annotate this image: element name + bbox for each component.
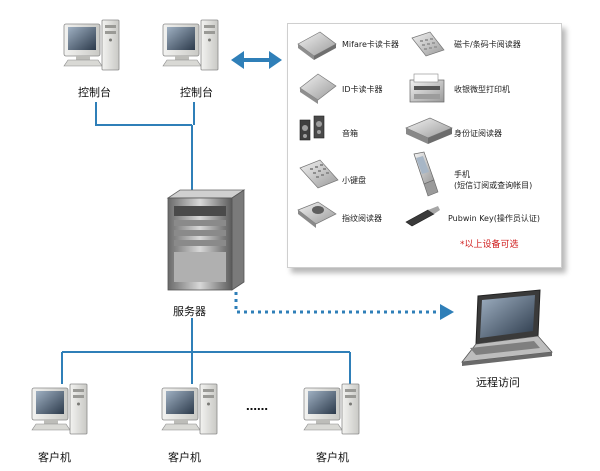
- speaker-icon: [299, 115, 325, 141]
- optional-note: *以上设备可选: [460, 240, 519, 250]
- client-2-pc: [161, 383, 218, 435]
- mobile-phone-sublabel: (短信订阅或查询帐目): [454, 181, 533, 190]
- magnetic-reader-icon: [411, 31, 445, 57]
- speaker-label: 音箱: [342, 129, 358, 138]
- pubwin-key-label: Pubwin Key(操作员认证): [448, 214, 540, 223]
- server-icon: [166, 189, 246, 291]
- client-3-label: 客户机: [316, 451, 349, 464]
- id-card-reader-icon: [405, 117, 453, 144]
- laptop-icon: [461, 289, 553, 366]
- id-reader-icon: [299, 73, 337, 104]
- connection-lines: [61, 102, 351, 384]
- magnetic-reader-label: 磁卡/条码卡阅读器: [454, 40, 521, 49]
- remote-dotted-arrow: [234, 292, 454, 320]
- client-1-pc: [31, 383, 88, 435]
- console-1-pc: [63, 19, 120, 71]
- client-1-label: 客户机: [38, 451, 71, 464]
- mifare-reader-label: Mifare卡读卡器: [342, 40, 399, 49]
- mifare-reader-icon: [297, 31, 337, 60]
- remote-access-label: 远程访问: [476, 376, 520, 389]
- id-reader-label: ID卡读卡器: [342, 85, 383, 94]
- printer-icon: [409, 73, 445, 103]
- mobile-phone-label: 手机: [454, 170, 470, 179]
- fingerprint-reader-label: 指纹阅读器: [342, 214, 382, 223]
- console-1-label: 控制台: [78, 86, 111, 99]
- keypad-label: 小键盘: [342, 176, 366, 185]
- keypad-icon: [299, 159, 339, 189]
- line-console-1: [95, 102, 192, 126]
- server-label: 服务器: [173, 305, 206, 318]
- ellipsis-label: ……: [246, 400, 268, 413]
- console-2-label: 控制台: [180, 86, 213, 99]
- console-2-pc: [162, 19, 219, 71]
- client-3-pc: [303, 383, 360, 435]
- id-card-reader-label: 身份证阅读器: [454, 129, 502, 138]
- fingerprint-reader-icon: [297, 201, 337, 228]
- pubwin-key-icon: [405, 206, 440, 227]
- client-2-label: 客户机: [168, 451, 201, 464]
- bidirectional-arrow: [231, 51, 282, 69]
- mobile-phone-icon: [413, 151, 439, 197]
- peripherals-panel: Mifare卡读卡器 磁卡/条码卡阅读器 ID卡读卡器 收银微型打印机 音箱 身…: [287, 23, 562, 268]
- printer-label: 收银微型打印机: [454, 85, 510, 94]
- peripheral-icons: [297, 31, 453, 228]
